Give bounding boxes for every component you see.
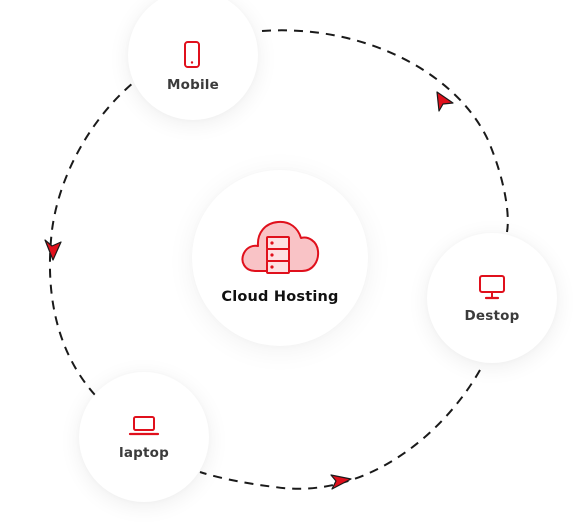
- device-node-laptop[interactable]: laptop: [79, 372, 209, 502]
- arrowhead-left-side: [44, 239, 62, 261]
- device-label-mobile: Mobile: [167, 76, 219, 93]
- device-node-desktop[interactable]: Destop: [427, 233, 557, 363]
- central-node-cloud-hosting[interactable]: Cloud Hosting: [192, 170, 368, 346]
- laptop-icon: [128, 415, 160, 435]
- central-label-cloud-hosting: Cloud Hosting: [221, 289, 339, 305]
- arrowhead-bottom: [330, 474, 352, 490]
- device-node-mobile[interactable]: Mobile: [128, 0, 258, 120]
- desktop-monitor-icon: [479, 274, 505, 299]
- connector-laptop-to-mobile: [48, 82, 134, 396]
- device-label-laptop: laptop: [119, 444, 169, 461]
- device-label-desktop: Destop: [464, 307, 520, 324]
- connector-desktop-to-laptop: [199, 369, 481, 490]
- connector-mobile-to-desktop: [261, 29, 509, 233]
- arrowhead-right-side: [436, 91, 454, 112]
- cloud-server-icon: [241, 220, 320, 274]
- mobile-phone-icon: [184, 40, 200, 68]
